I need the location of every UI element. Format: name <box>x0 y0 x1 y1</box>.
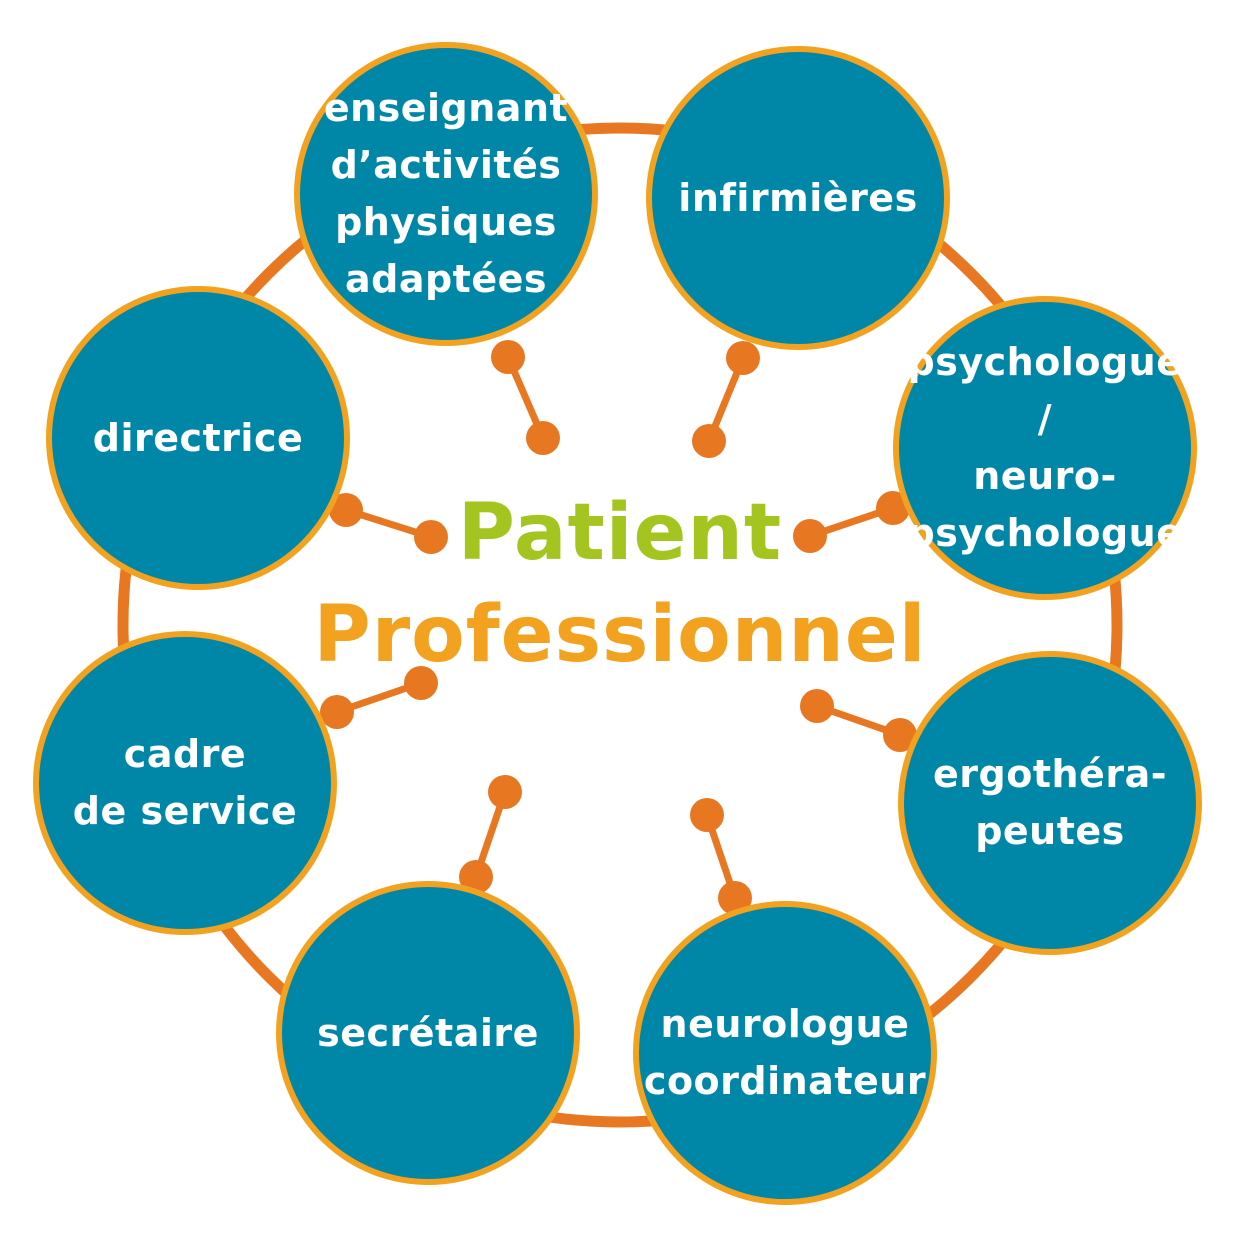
connector-dot <box>883 718 917 752</box>
connector-dot <box>692 424 726 458</box>
role-label: cadre de service <box>72 732 298 833</box>
center-title-patient: Patient <box>457 488 783 578</box>
center-title-professionnel: Professionnel <box>313 590 927 680</box>
connector-dot <box>320 695 354 729</box>
role-node-secretaire: secrétaire <box>276 881 580 1185</box>
role-node-neurologue: neurologue coordinateur <box>633 901 937 1205</box>
role-label: secrétaire <box>317 1010 539 1055</box>
role-node-psychologue: psychologue / neuro- psychologue <box>893 296 1197 600</box>
connector-dot <box>526 421 560 455</box>
role-node-directrice: directrice <box>46 286 350 590</box>
role-label: enseignant d’activités physiques adaptée… <box>323 86 569 301</box>
role-label: infirmières <box>678 175 918 220</box>
role-label: directrice <box>92 415 304 460</box>
role-label: ergothéra- peutes <box>933 752 1167 853</box>
outer-ring <box>117 122 1123 1128</box>
connector-dot <box>726 341 760 375</box>
connector-dot <box>793 519 827 553</box>
role-node-infirmieres: infirmières <box>646 46 950 350</box>
role-label: neurologue coordinateur <box>643 1002 927 1103</box>
connector-dot <box>488 775 522 809</box>
connector-dot <box>329 493 363 527</box>
connector-dot <box>491 340 525 374</box>
connector-dot <box>800 689 834 723</box>
role-node-ergotherapeutes: ergothéra- peutes <box>898 651 1202 955</box>
role-node-cadre-de-service: cadre de service <box>33 631 337 935</box>
role-label: psychologue / neuro- psychologue <box>907 340 1183 555</box>
connector-dot <box>690 798 724 832</box>
role-node-enseignant-apa: enseignant d’activités physiques adaptée… <box>294 42 598 346</box>
connector-dot <box>414 520 448 554</box>
connector-dot <box>404 666 438 700</box>
